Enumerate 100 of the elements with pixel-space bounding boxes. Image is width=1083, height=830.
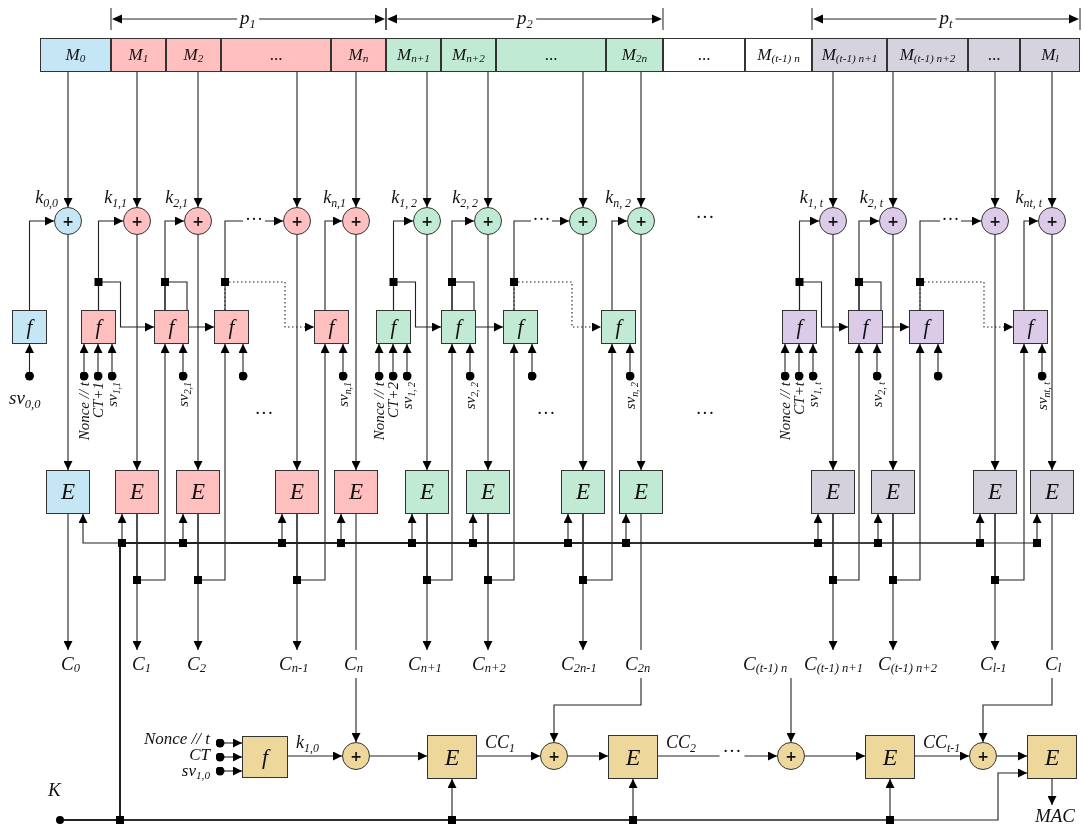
function-box: f: [441, 310, 476, 344]
arrow: [292, 234, 302, 471]
arrow: [136, 343, 170, 581]
message-block: M$_{l}$: [1020, 38, 1080, 72]
arrow: [338, 343, 348, 381]
input-label: Nonce // t: [372, 382, 386, 441]
cipher-box: E: [1027, 735, 1077, 779]
arrow: [794, 343, 804, 381]
arrow: [996, 751, 1028, 761]
arrow: [374, 343, 384, 381]
arrow: [914, 751, 970, 761]
arrow: [888, 234, 898, 471]
input-label: Nonce // t: [143, 730, 210, 749]
arrow: [578, 71, 588, 208]
arrow: [465, 343, 475, 381]
input-label: Nonce // t: [778, 382, 792, 441]
input-label: CT+t: [792, 382, 806, 415]
edge-label: k$_{1, 2}$: [391, 188, 417, 208]
arrow: [164, 281, 215, 332]
arrow: [1047, 71, 1057, 208]
cipher-box: E: [427, 735, 477, 779]
message-block: M$_{(t-1) n+1}$: [812, 38, 887, 72]
edge-label: k$_{1, t}$: [799, 188, 823, 208]
xor-circle: +: [54, 207, 82, 235]
edge-label: k$_{2,1}$: [165, 188, 188, 208]
arrow: [97, 281, 155, 332]
message-block: ...: [968, 38, 1020, 72]
arrow: [527, 343, 537, 381]
output-label: C$_{(t-1) n}$: [743, 650, 788, 678]
cipher-box: E: [115, 470, 159, 514]
arrow: [25, 343, 34, 381]
xor-circle: +: [819, 207, 847, 235]
arrow: [426, 343, 457, 581]
message-block: M$_{n}$: [331, 38, 386, 72]
ellipsis-label: ···: [535, 402, 557, 424]
arrow: [636, 234, 646, 471]
arrow: [287, 751, 343, 761]
arrow: [780, 343, 790, 381]
edge-label: k$_{nt, t}$: [1015, 188, 1042, 208]
cipher-box: E: [405, 470, 449, 514]
function-box: f: [242, 736, 288, 778]
output-label: C$_{2n}$: [625, 650, 651, 678]
message-block: ...: [496, 38, 606, 72]
xor-circle: +: [1038, 207, 1066, 235]
input-label: CT+2: [386, 382, 400, 418]
arrow: [351, 677, 361, 743]
output-label: C$_{2}$: [187, 650, 206, 678]
arrow: [832, 343, 864, 581]
arrow: [828, 234, 838, 471]
key-input-dot: [56, 816, 64, 824]
arrow: [611, 216, 628, 311]
xor-circle: +: [474, 207, 502, 235]
arrow: [1037, 343, 1047, 381]
cipher-box: E: [275, 470, 319, 514]
arrow: [1047, 778, 1057, 806]
arrow: [224, 281, 315, 332]
message-block: M$_{n+1}$: [386, 38, 441, 72]
arrow: [392, 281, 442, 332]
output-label: C$_{2n-1}$: [561, 650, 597, 678]
xor-circle: +: [342, 742, 370, 770]
edge-label: k$_{n,1}$: [323, 188, 346, 208]
cipher-box: E: [619, 470, 663, 514]
connector-line: [355, 513, 357, 651]
arrow: [132, 71, 142, 208]
function-box: f: [81, 310, 116, 344]
edge-label: k$_{1,1}$: [104, 188, 127, 208]
arrow: [238, 343, 248, 381]
connector-line: [1051, 513, 1053, 651]
arrow: [28, 216, 55, 311]
arrow: [224, 216, 284, 311]
arrow: [197, 343, 230, 581]
xor-circle: +: [413, 207, 441, 235]
arrow: [351, 234, 361, 471]
input-label: CT+1: [91, 382, 105, 418]
arrow: [107, 343, 117, 381]
edge-label: CC$_{2}$: [666, 733, 696, 753]
output-label: C$_{(t-1) n+2}$: [878, 650, 938, 678]
edge-label: CC$_{t-1}$: [923, 733, 961, 753]
ellipsis-label: ···: [253, 402, 275, 424]
edge-label: k$_{n, 2}$: [605, 188, 631, 208]
function-box: f: [314, 310, 349, 344]
arrow: [63, 71, 73, 208]
arrow: [93, 343, 103, 381]
cipher-box: E: [871, 470, 915, 514]
xor-circle: +: [981, 207, 1009, 235]
arrow: [786, 677, 796, 743]
arrow: [872, 343, 882, 381]
input-label: Nonce // t: [77, 382, 91, 441]
output-label: C$_{n+2}$: [472, 650, 506, 678]
arrow: [324, 216, 343, 311]
output-label: C$_{1}$: [132, 650, 151, 678]
output-label: C$_{n-1}$: [279, 650, 309, 678]
message-block: M$_{1}$: [111, 38, 166, 72]
arrow: [422, 71, 432, 208]
edge-label: k$_{0,0}$: [35, 188, 58, 208]
function-box: f: [909, 310, 944, 344]
input-label: CT: [189, 746, 210, 765]
arrow: [79, 343, 89, 381]
function-box: f: [503, 310, 538, 344]
output-label: C$_{n}$: [344, 650, 363, 678]
